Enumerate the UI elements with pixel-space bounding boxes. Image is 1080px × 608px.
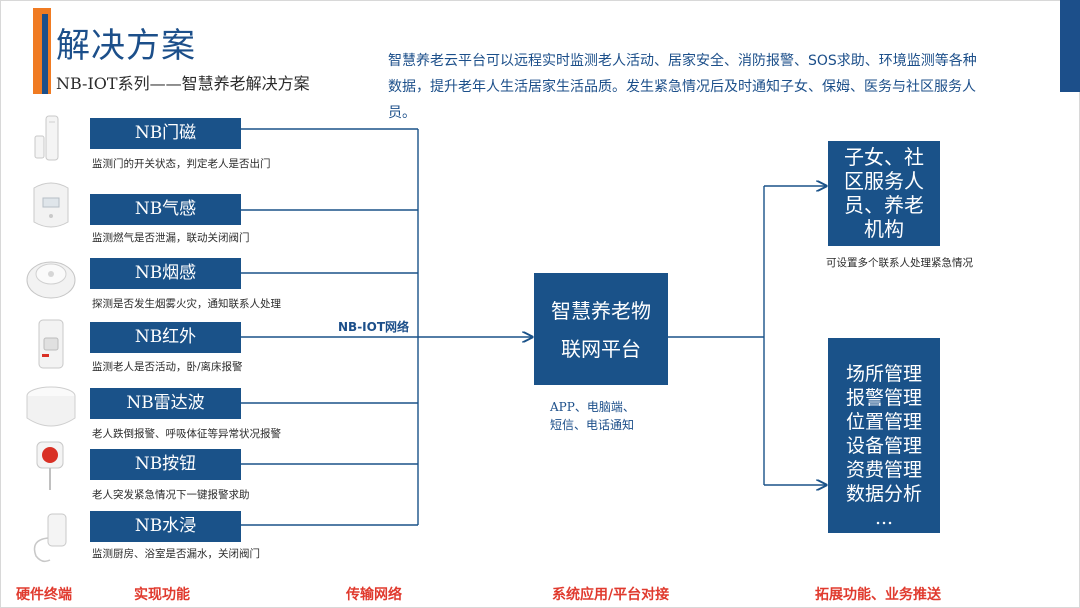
footer-label-extension: 拓展功能、业务推送 bbox=[815, 587, 941, 603]
network-label: NB-IOT网络 bbox=[338, 320, 410, 334]
management-line-4: 设备管理 bbox=[845, 435, 922, 457]
platform-line-2: 联网平台 bbox=[561, 337, 641, 361]
gas-detector-icon bbox=[22, 178, 80, 234]
platform-note-line-1: APP、电脑端、 bbox=[550, 400, 635, 414]
management-line-2: 报警管理 bbox=[845, 387, 922, 409]
title-accent-inner-bar bbox=[42, 14, 48, 94]
management-line-5: 资费管理 bbox=[845, 459, 922, 481]
page-title: 解决方案 bbox=[56, 26, 196, 66]
infrared-sensor-icon bbox=[22, 316, 80, 372]
platform-line-1: 智慧养老物 bbox=[551, 299, 651, 323]
contacts-note: 可设置多个联系人处理紧急情况 bbox=[826, 257, 973, 269]
feature-desc-water: 监测厨房、浴室是否漏水，关闭阀门 bbox=[92, 548, 260, 560]
feature-box-water: NB水浸 bbox=[90, 511, 241, 542]
management-line-3: 位置管理 bbox=[845, 411, 922, 433]
page-subtitle: NB-IOT系列——智慧养老解决方案 bbox=[56, 74, 310, 93]
smoke-detector-icon bbox=[22, 250, 80, 306]
management-line-7: ... bbox=[874, 507, 894, 529]
footer-label-hardware: 硬件终端 bbox=[16, 587, 72, 603]
contacts-line-4: 机构 bbox=[864, 217, 904, 241]
feature-desc-radar: 老人跌倒报警、呼吸体征等异常状况报警 bbox=[92, 428, 281, 440]
feature-box-door: NB门磁 bbox=[90, 118, 241, 149]
door-sensor-icon bbox=[22, 112, 80, 168]
contacts-line-3: 员、养老 bbox=[844, 193, 924, 217]
radar-sensor-icon bbox=[22, 380, 80, 436]
feature-desc-gas: 监测燃气是否泄漏，联动关闭阀门 bbox=[92, 232, 250, 244]
platform-box: 智慧养老物 联网平台 bbox=[534, 273, 668, 385]
feature-desc-button: 老人突发紧急情况下一键报警求助 bbox=[92, 489, 250, 501]
water-leak-sensor-icon bbox=[22, 510, 80, 566]
feature-box-gas: NB气感 bbox=[90, 194, 241, 225]
feature-desc-infrared: 监测老人是否活动，卧/离床报警 bbox=[92, 361, 243, 373]
feature-box-radar: NB雷达波 bbox=[90, 388, 241, 419]
intro-paragraph: 智慧养老云平台可以远程实时监测老人活动、居家安全、消防报警、SOS求助、环境监测… bbox=[388, 53, 977, 121]
footer-label-network: 传输网络 bbox=[346, 587, 402, 603]
feature-box-button: NB按钮 bbox=[90, 449, 241, 480]
contacts-box: 子女、社 区服务人 员、养老 机构 bbox=[828, 141, 940, 246]
contacts-line-1: 子女、社 bbox=[844, 145, 924, 169]
platform-note-line-2: 短信、电话通知 bbox=[550, 418, 635, 432]
feature-box-infrared: NB红外 bbox=[90, 322, 241, 353]
management-line-1: 场所管理 bbox=[845, 363, 922, 385]
footer-label-functions: 实现功能 bbox=[134, 587, 190, 603]
feature-box-smoke: NB烟感 bbox=[90, 258, 241, 289]
management-line-6: 数据分析 bbox=[845, 483, 922, 505]
feature-desc-smoke: 探测是否发生烟雾火灾，通知联系人处理 bbox=[92, 298, 281, 310]
contacts-line-2: 区服务人 bbox=[844, 169, 924, 193]
sos-button-icon bbox=[22, 440, 80, 496]
feature-desc-door: 监测门的开关状态，判定老人是否出门 bbox=[92, 158, 271, 170]
footer-label-platform: 系统应用/平台对接 bbox=[552, 587, 670, 603]
platform-note: APP、电脑端、 短信、电话通知 bbox=[550, 398, 635, 434]
corner-accent-bar bbox=[1060, 0, 1080, 92]
management-box: 场所管理 报警管理 位置管理 设备管理 资费管理 数据分析 ... bbox=[828, 338, 940, 533]
